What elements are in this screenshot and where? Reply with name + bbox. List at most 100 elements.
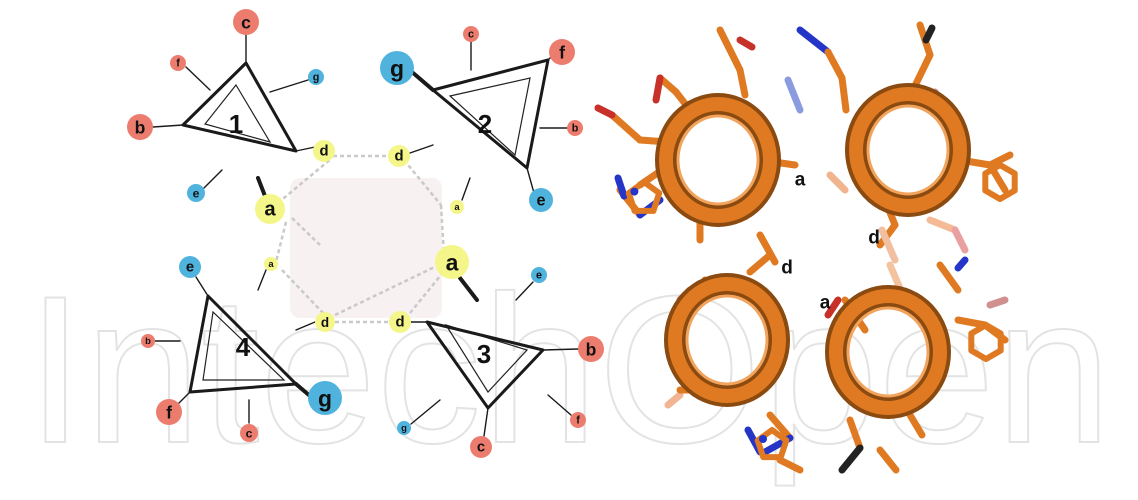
side-chain-stick xyxy=(906,411,926,439)
residue-label: d xyxy=(394,149,403,165)
residue-e: e xyxy=(531,267,547,283)
residue-e: e xyxy=(529,188,553,212)
residue-dot xyxy=(567,120,583,136)
side-chain-stick xyxy=(986,296,1009,309)
residue-g: g xyxy=(308,381,342,415)
side-chain-stick xyxy=(766,411,794,442)
wheel-inner-outline xyxy=(448,77,531,157)
side-chain-stick xyxy=(838,74,850,114)
residue-e: e xyxy=(179,256,201,278)
side-chain-stick xyxy=(756,231,779,266)
bond-a xyxy=(256,176,267,198)
helix-ribbon-4 xyxy=(825,285,951,419)
side-chain-stick xyxy=(776,456,804,474)
residue-label: g xyxy=(390,56,404,82)
residue-d: d xyxy=(388,145,410,167)
residue-label: e xyxy=(536,192,545,210)
helix-ribbon-highlight xyxy=(685,294,769,386)
bond-f xyxy=(185,66,211,91)
residue-a: a xyxy=(435,245,469,279)
residue-dot xyxy=(397,421,411,435)
side-chain-stick xyxy=(936,261,962,294)
nitrogen-atom xyxy=(759,435,767,443)
bond-f xyxy=(547,394,572,416)
bond-g xyxy=(410,70,435,92)
side-chain-stick xyxy=(824,48,846,82)
side-chain-stick xyxy=(922,24,936,44)
side-chain-stick xyxy=(878,226,899,264)
residue-label: e xyxy=(193,187,200,201)
residue-d: d xyxy=(313,140,335,162)
residue-label: f xyxy=(576,415,580,427)
residue-label: g xyxy=(318,386,332,412)
residue-label: b xyxy=(145,336,151,347)
helix-ribbon xyxy=(829,289,947,415)
residue-dot xyxy=(233,9,259,35)
side-chain-stick xyxy=(796,26,832,56)
helix-ribbon-3 xyxy=(664,273,790,407)
residue-dot xyxy=(170,55,186,71)
residue-label: g xyxy=(401,423,407,434)
contact-line xyxy=(409,269,446,314)
residue-label: a xyxy=(268,259,274,270)
bond-b xyxy=(152,124,184,128)
helix-ribbon xyxy=(849,87,967,213)
residue-g: g xyxy=(308,69,324,85)
bond-f xyxy=(177,391,191,405)
residue-dot xyxy=(308,381,342,415)
residue-dot xyxy=(529,188,553,212)
residue-b: b xyxy=(127,114,153,140)
helix-ribbon-highlight xyxy=(846,306,930,398)
residue-dot xyxy=(450,200,464,214)
side-chain-stick xyxy=(746,251,774,276)
contact-line xyxy=(277,157,333,204)
side-chain-stick xyxy=(736,36,756,51)
side-chain-stick xyxy=(951,226,969,254)
bond-d xyxy=(295,146,316,152)
residue-dot xyxy=(531,267,547,283)
side-chain-stick xyxy=(716,26,744,74)
wheel-outline xyxy=(188,294,298,394)
residue-dot xyxy=(549,39,575,65)
side-chain-stick xyxy=(986,151,1014,169)
residue-dot xyxy=(308,69,324,85)
residue-label: e xyxy=(186,260,194,276)
bond-g xyxy=(269,79,309,93)
residue-dot xyxy=(141,334,155,348)
residue-dot xyxy=(470,436,492,458)
residue-f: f xyxy=(570,412,586,428)
wheel-inner-outline xyxy=(203,83,272,143)
side-chain-stick xyxy=(846,416,864,452)
side-chain-stick xyxy=(876,446,900,474)
bond-e xyxy=(526,167,535,194)
residue-d: d xyxy=(389,311,411,333)
side-chain-stick xyxy=(736,66,749,99)
helix-number: 3 xyxy=(477,339,491,369)
helix-number: 4 xyxy=(236,332,251,362)
residue-label: b xyxy=(586,340,597,360)
residue-dot xyxy=(187,184,205,202)
side-chain-ring xyxy=(968,322,1004,362)
residue-label: f xyxy=(166,403,172,423)
residue-dot xyxy=(435,245,469,279)
side-chain-stick xyxy=(826,171,849,194)
nitrogen-atom xyxy=(630,187,639,196)
helix-ribbon-highlight xyxy=(676,114,760,206)
wheel-inner-outline xyxy=(202,310,286,381)
bond-c xyxy=(483,407,489,437)
residue-c: c xyxy=(463,26,479,42)
residue-g: g xyxy=(380,51,414,85)
bond-g xyxy=(410,399,441,425)
residue-f: f xyxy=(170,55,186,71)
residue-b: b xyxy=(578,336,604,362)
residue-label: b xyxy=(572,123,579,135)
residue-label: g xyxy=(313,72,320,84)
residue-f: f xyxy=(549,39,575,65)
side-chain-stick xyxy=(608,111,644,144)
bond-b xyxy=(542,348,579,351)
residue-label: d xyxy=(321,315,329,330)
